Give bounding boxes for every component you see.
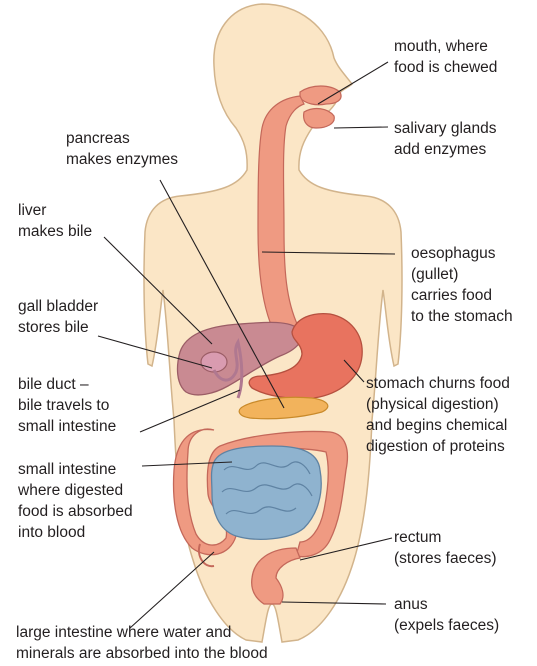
label-pancreas-line: makes enzymes <box>66 149 178 170</box>
label-liver-line: liver <box>18 200 92 221</box>
label-rectum-line: (stores faeces) <box>394 548 497 569</box>
label-stomach-line: stomach churns food <box>366 373 510 394</box>
label-oesophagus-line: to the stomach <box>411 306 513 327</box>
label-anus-line: anus <box>394 594 499 615</box>
label-salivary-glands: salivary glands add enzymes <box>394 118 497 160</box>
label-gall-bladder: gall bladder stores bile <box>18 296 98 338</box>
label-stomach-line: (physical digestion) <box>366 394 510 415</box>
label-mouth: mouth, where food is chewed <box>394 36 497 78</box>
label-mouth-line: food is chewed <box>394 57 497 78</box>
label-liver: liver makes bile <box>18 200 92 242</box>
label-oesophagus-line: (gullet) <box>411 264 513 285</box>
label-stomach-line: digestion of proteins <box>366 436 510 457</box>
tongue <box>304 109 335 128</box>
label-bile-duct-line: small intestine <box>18 416 116 437</box>
label-large-intestine: large intestine where water and minerals… <box>16 622 268 664</box>
label-small-intestine-line: food is absorbed <box>18 501 133 522</box>
label-salivary-glands-line: add enzymes <box>394 139 497 160</box>
label-stomach: stomach churns food (physical digestion)… <box>366 373 510 457</box>
label-liver-line: makes bile <box>18 221 92 242</box>
label-pancreas: pancreas makes enzymes <box>66 128 178 170</box>
label-gall-bladder-line: gall bladder <box>18 296 98 317</box>
label-anus: anus (expels faeces) <box>394 594 499 636</box>
gall-bladder <box>201 352 227 372</box>
label-salivary-glands-line: salivary glands <box>394 118 497 139</box>
label-small-intestine-line: where digested <box>18 480 133 501</box>
label-anus-line: (expels faeces) <box>394 615 499 636</box>
label-stomach-line: and begins chemical <box>366 415 510 436</box>
small-intestine <box>212 446 322 539</box>
label-oesophagus-line: carries food <box>411 285 513 306</box>
label-rectum: rectum (stores faeces) <box>394 527 497 569</box>
label-bile-duct-line: bile travels to <box>18 395 116 416</box>
label-small-intestine-line: into blood <box>18 522 133 543</box>
label-oesophagus-line: oesophagus <box>411 243 513 264</box>
label-small-intestine: small intestine where digested food is a… <box>18 459 133 543</box>
label-pancreas-line: pancreas <box>66 128 178 149</box>
label-small-intestine-line: small intestine <box>18 459 133 480</box>
label-rectum-line: rectum <box>394 527 497 548</box>
label-large-intestine-line: large intestine where water and <box>16 622 268 643</box>
label-bile-duct-line: bile duct – <box>18 374 116 395</box>
label-gall-bladder-line: stores bile <box>18 317 98 338</box>
label-large-intestine-line: minerals are absorbed into the blood <box>16 643 268 664</box>
label-bile-duct: bile duct – bile travels to small intest… <box>18 374 116 437</box>
label-mouth-line: mouth, where <box>394 36 497 57</box>
label-oesophagus: oesophagus (gullet) carries food to the … <box>411 243 513 327</box>
